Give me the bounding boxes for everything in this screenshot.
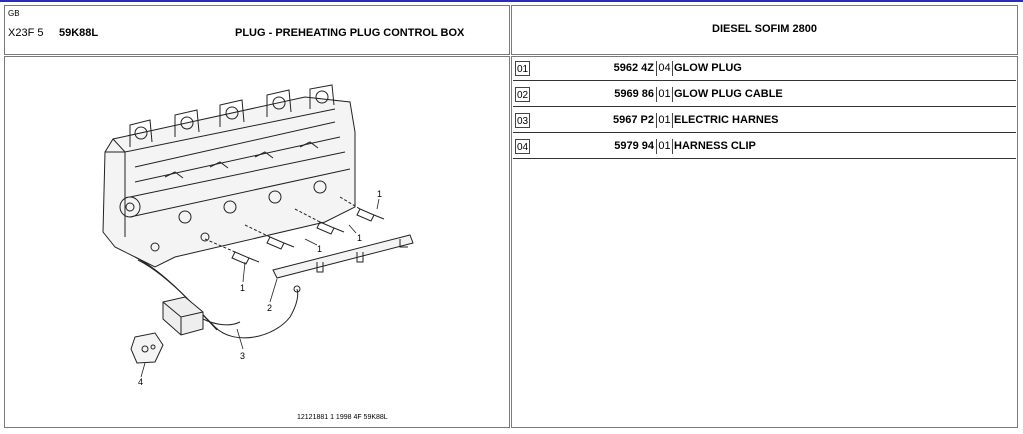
part-description: ELECTRIC HARNES bbox=[672, 113, 1016, 128]
part-quantity: 04 bbox=[656, 61, 672, 76]
page-title: PLUG - PREHEATING PLUG CONTROL BOX bbox=[235, 27, 465, 39]
header-right-panel: DIESEL SOFIM 2800 bbox=[511, 5, 1018, 55]
part-description: GLOW PLUG bbox=[672, 61, 1016, 76]
exploded-diagram-panel: 1 1 1 1 2 3 4 12121881 1 1998 4F 59K88L bbox=[4, 56, 510, 428]
cylinder-head-drawing bbox=[102, 84, 356, 268]
control-box-drawing bbox=[130, 296, 241, 364]
part-number: 5962 4Z bbox=[529, 61, 656, 76]
part-row[interactable]: 03 5967 P2 01 ELECTRIC HARNES bbox=[513, 109, 1016, 133]
part-ref: 02 bbox=[515, 87, 529, 102]
part-ref: 01 bbox=[515, 61, 529, 76]
harness-bar-drawing bbox=[272, 234, 414, 279]
callout-label: 2 bbox=[267, 303, 272, 313]
part-ref: 04 bbox=[515, 139, 529, 154]
glow-plug-cable-drawing bbox=[134, 256, 301, 339]
drawing-reference-code: 12121881 1 1998 4F 59K88L bbox=[297, 414, 388, 421]
engine-model: DIESEL SOFIM 2800 bbox=[712, 23, 817, 35]
language-code: GB bbox=[8, 9, 20, 18]
part-row[interactable]: 04 5979 94 01 HARNESS CLIP bbox=[513, 135, 1016, 159]
part-row[interactable]: 02 5969 86 01 GLOW PLUG CABLE bbox=[513, 83, 1016, 107]
part-row[interactable]: 01 5962 4Z 04 GLOW PLUG bbox=[513, 57, 1016, 81]
callout-label: 4 bbox=[138, 377, 143, 387]
callout-leaders bbox=[140, 198, 380, 378]
engine-diagram: 1 1 1 1 2 3 4 bbox=[102, 84, 414, 387]
parts-list-panel: 01 5962 4Z 04 GLOW PLUG 02 5969 86 01 GL… bbox=[511, 56, 1018, 428]
callout-label: 3 bbox=[240, 351, 245, 361]
part-quantity: 01 bbox=[656, 139, 672, 154]
callout-label: 1 bbox=[357, 233, 362, 243]
part-number: 5979 94 bbox=[529, 139, 656, 154]
header-left-panel: GB X23F 5 59K88L PLUG - PREHEATING PLUG … bbox=[4, 5, 510, 55]
part-number: 5967 P2 bbox=[529, 113, 656, 128]
top-accent-line bbox=[0, 0, 1023, 2]
glow-plug-drawings bbox=[204, 196, 385, 265]
callout-label: 1 bbox=[240, 283, 245, 293]
catalog-code-prefix: X23F 5 bbox=[8, 27, 44, 39]
part-number: 5969 86 bbox=[529, 87, 656, 102]
catalog-code: 59K88L bbox=[59, 27, 99, 39]
part-quantity: 01 bbox=[656, 87, 672, 102]
part-description: GLOW PLUG CABLE bbox=[672, 87, 1016, 102]
part-quantity: 01 bbox=[656, 113, 672, 128]
part-ref: 03 bbox=[515, 113, 529, 128]
callout-label: 1 bbox=[377, 189, 382, 199]
callout-label: 1 bbox=[317, 244, 322, 254]
part-description: HARNESS CLIP bbox=[672, 139, 1016, 154]
